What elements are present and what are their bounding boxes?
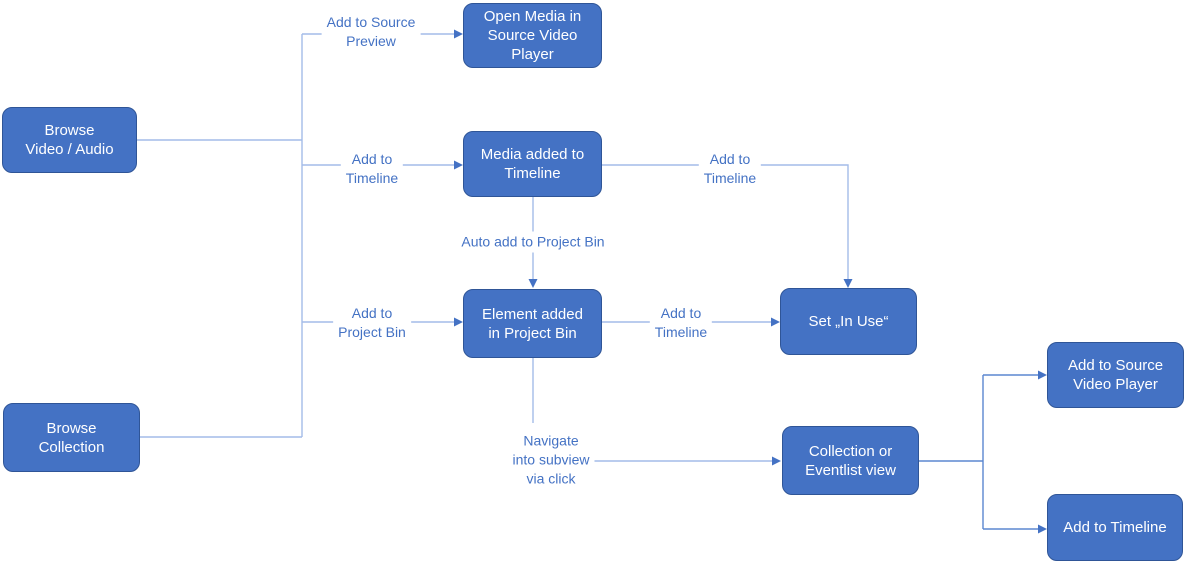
arrowhead-set-in-use-left (771, 317, 780, 327)
arrowhead-collection-left (772, 456, 781, 466)
node-add-to-timeline-label: Add to Timeline (1063, 519, 1167, 536)
node-add-to-source-video-player-label: Add to Source Video Player (1067, 357, 1164, 393)
node-browse-video-audio-label: Browse Video / Audio (25, 122, 114, 158)
node-media-added-to-timeline: Media added to Timeline (463, 131, 602, 197)
node-element-added-label: Element added in Project Bin (482, 305, 583, 342)
arrowhead-media-added (454, 160, 463, 170)
arrowhead-open-media (454, 29, 463, 39)
arrowhead-add-timeline-action (1038, 524, 1047, 534)
edge-label-add-to-timeline-right: Add to Timeline (698, 149, 762, 189)
node-media-added-label: Media added to Timeline (480, 146, 585, 182)
arrowhead-element-added (454, 317, 463, 327)
arrowhead-element-top (528, 279, 538, 288)
edge-label-navigate-into-subview: Navigate into subview via click (507, 430, 595, 490)
node-browse-video-audio: Browse Video / Audio (2, 107, 137, 173)
node-set-in-use: Set „In Use“ (780, 288, 917, 355)
node-open-media-in-source-video-player: Open Media in Source Video Player (463, 3, 602, 68)
arrowhead-add-source-player (1038, 370, 1047, 380)
node-collection-eventlist-label: Collection or Eventlist view (805, 442, 896, 479)
connector-media-to-set-in-use (602, 164, 849, 279)
node-add-to-source-video-player: Add to Source Video Player (1047, 342, 1184, 408)
node-browse-collection: Browse Collection (3, 403, 140, 472)
edge-label-add-to-source-preview: Add to Source Preview (321, 12, 421, 52)
node-collection-or-eventlist-view: Collection or Eventlist view (782, 426, 919, 495)
node-element-added-in-project-bin: Element added in Project Bin (463, 289, 602, 358)
edge-label-add-to-timeline-upper: Add to Timeline (340, 149, 404, 189)
node-add-to-timeline: Add to Timeline (1047, 494, 1183, 561)
node-set-in-use-label: Set „In Use“ (808, 313, 889, 330)
arrowhead-set-in-use-top (843, 279, 853, 288)
node-open-media-label: Open Media in Source Video Player (483, 8, 582, 63)
edge-label-add-to-timeline-middle: Add to Timeline (649, 303, 713, 343)
edge-label-auto-add-to-project-bin: Auto add to Project Bin (456, 231, 610, 253)
node-browse-collection-label: Browse Collection (38, 419, 105, 456)
edge-label-add-to-project-bin: Add to Project Bin (333, 303, 411, 343)
